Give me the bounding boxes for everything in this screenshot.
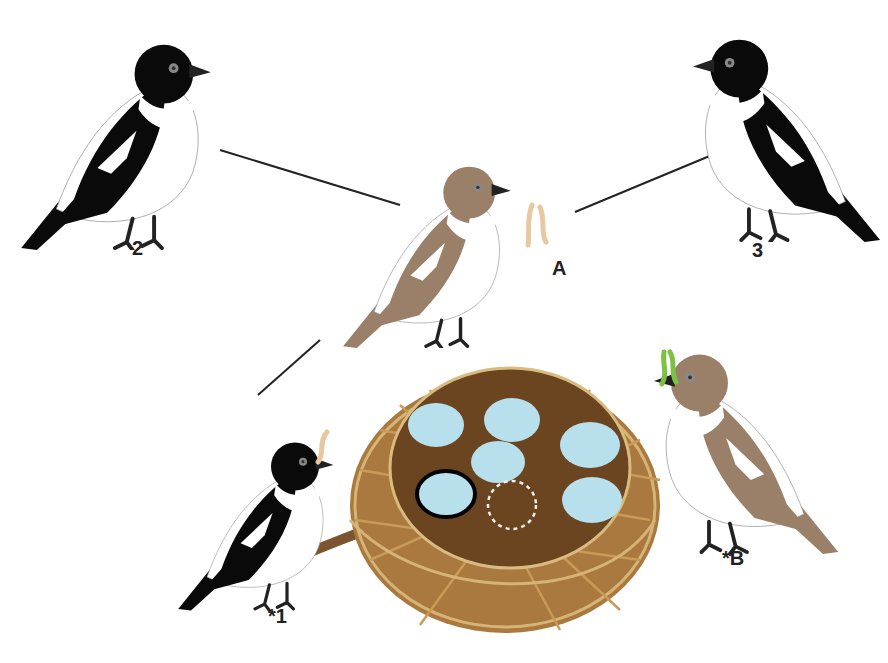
male-bird (178, 443, 333, 611)
male-bird (693, 40, 880, 242)
leader-line (258, 340, 320, 395)
callout-label: 2 (132, 238, 143, 258)
leader-line (575, 155, 712, 212)
callout-label: A (552, 258, 566, 278)
callout-label: *1 (268, 606, 287, 626)
callout-label: 3 (752, 240, 763, 260)
leader-line (220, 150, 400, 205)
nest (290, 368, 660, 633)
female-bird (343, 167, 511, 348)
male-bird (21, 45, 211, 250)
female-bird (654, 355, 838, 555)
callout-label: *B (722, 548, 744, 568)
